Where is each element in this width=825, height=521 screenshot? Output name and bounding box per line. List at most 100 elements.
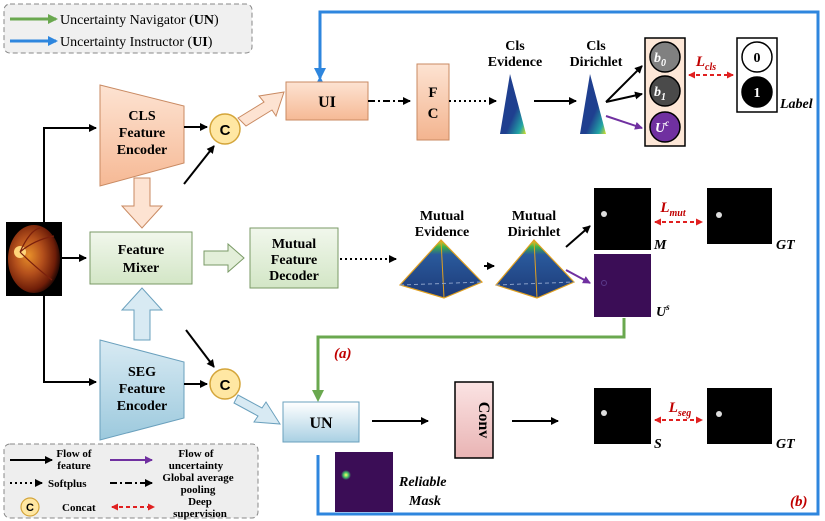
mutual-decoder-line3: Decoder xyxy=(269,269,319,284)
instructor-arrowhead xyxy=(314,68,326,80)
input-to-seg-arrow xyxy=(43,296,97,386)
ui-box-label: UI xyxy=(318,94,336,111)
seg-feature-encoder: SEG Feature Encoder xyxy=(99,339,185,441)
bottom-legend-box xyxy=(3,443,259,519)
dirichlet-to-uc-arrow xyxy=(605,115,643,130)
legend-flow-uncertainty-line1: Flow of xyxy=(178,448,213,460)
legend-gap-line1: Global average xyxy=(162,472,233,484)
legend-concat-label: Concat xyxy=(62,502,96,514)
cls-dirichlet-line1: Cls xyxy=(586,39,606,54)
cls-dirichlet-line2: Dirichlet xyxy=(570,55,623,70)
conv-box: Conv xyxy=(454,381,494,459)
fc-line2: C xyxy=(428,106,439,122)
fc-line1: F xyxy=(428,85,437,101)
mutual-evidence-pyramid xyxy=(398,239,484,299)
loss-seg: Lseg xyxy=(668,400,692,419)
un-box: UN xyxy=(282,401,360,443)
input-to-cls-arrow xyxy=(43,124,97,222)
seg-concat-symbol: C xyxy=(220,377,231,394)
mutual-gt-map xyxy=(707,188,772,244)
conv-label: Conv xyxy=(475,402,492,438)
mutual-decoder-line1: Mutual xyxy=(272,237,316,252)
mutual-dirichlet-pyramid xyxy=(494,239,576,299)
seg-gt-label: GT xyxy=(776,437,796,452)
loss-mut: Lmut xyxy=(659,200,687,219)
mutual-dirichlet-to-m-arrow xyxy=(565,225,591,248)
seg-prediction-label: S xyxy=(654,437,662,452)
cls-dirichlet-triangle xyxy=(580,74,606,134)
dirichlet-to-b0-arrow xyxy=(605,65,643,103)
fc-box: F C xyxy=(416,63,450,141)
mutual-evidence-line2: Evidence xyxy=(415,225,469,240)
reliable-mask-map xyxy=(335,452,393,512)
belief-column: b0 b1 Uc xyxy=(644,37,686,147)
mutual-decoder-line2: Feature xyxy=(271,253,317,268)
mixer-to-decoder-hollow-arrow xyxy=(203,242,245,274)
legend-gap-line2: pooling xyxy=(181,484,216,496)
cls-feature-encoder: CLS Feature Encoder xyxy=(99,84,185,187)
feature-mixer: Feature Mixer xyxy=(89,231,193,285)
seg-uncertainty-map xyxy=(594,254,651,317)
seg-uncertainty-label: Us xyxy=(656,302,670,320)
seg-encoder-line3: Encoder xyxy=(117,399,168,414)
input-fundus-image xyxy=(6,222,62,296)
reliable-mask-line2: Mask xyxy=(408,494,441,509)
mutual-dirichlet-line2: Dirichlet xyxy=(508,225,561,240)
mixer-to-seg-concat-arrow xyxy=(185,329,215,368)
navigator-arrowhead xyxy=(312,390,324,402)
mutual-evidence-line1: Mutual xyxy=(420,209,464,224)
legend-concat-icon xyxy=(20,497,40,517)
cls-concat-symbol: C xyxy=(220,122,231,139)
instructor-frame-path xyxy=(315,10,820,516)
top-legend: Uncertainty Navigator (UN) Uncertainty I… xyxy=(3,3,253,54)
belief-b0: b0 xyxy=(654,51,666,69)
label-zero: 0 xyxy=(754,51,761,66)
label-one: 1 xyxy=(754,86,761,101)
panel-label-a: (a) xyxy=(334,346,352,362)
seg-encoder-line1: SEG xyxy=(128,365,156,380)
seg-gt-map xyxy=(707,388,772,444)
mutual-prediction-label: M xyxy=(653,238,667,253)
ui-box: UI xyxy=(285,81,369,121)
belief-b1: b1 xyxy=(654,85,666,103)
cls-evidence-line2: Evidence xyxy=(488,55,542,70)
cls-to-mixer-hollow-arrow xyxy=(120,177,164,229)
cls-evidence-line1: Cls xyxy=(505,39,525,54)
mutual-prediction-map xyxy=(594,188,651,250)
navigator-path xyxy=(316,318,626,392)
legend-flow-feature-line1: Flow of xyxy=(56,448,91,460)
seg-to-mixer-hollow-arrow xyxy=(120,287,164,341)
navigator-legend-label: Uncertainty Navigator (UN) xyxy=(60,13,219,28)
concat-to-un-hollow-arrow xyxy=(233,394,281,425)
mixer-to-cls-concat-arrow xyxy=(183,145,215,185)
un-box-label: UN xyxy=(309,415,333,432)
legend-deep-line1: Deep xyxy=(188,496,212,508)
top-legend-box xyxy=(3,3,253,54)
cls-evidence-triangle xyxy=(500,74,526,134)
panel-label-b: (b) xyxy=(790,494,808,510)
feature-mixer-line1: Feature xyxy=(118,243,164,258)
bottom-legend: Flow of feature Flow of uncertainty Soft… xyxy=(3,443,259,520)
mutual-dirichlet-line1: Mutual xyxy=(512,209,556,224)
cls-encoder-line1: CLS xyxy=(128,109,155,124)
dirichlet-to-b1-arrow xyxy=(605,91,643,103)
belief-uc: Uc xyxy=(655,118,669,136)
mutual-dirichlet-to-us-arrow xyxy=(565,269,591,284)
cls-concat-node: C xyxy=(209,113,241,145)
reliable-mask-line1: Reliable xyxy=(398,475,446,490)
seg-prediction-map xyxy=(594,388,651,444)
legend-flow-feature-line2: feature xyxy=(57,460,91,472)
cls-encoder-line3: Encoder xyxy=(117,143,168,158)
legend-deep-line2: supervision xyxy=(173,508,227,520)
feature-mixer-line2: Mixer xyxy=(123,261,160,276)
label-column: 0 1 xyxy=(736,37,778,113)
cls-encoder-line2: Feature xyxy=(119,126,165,141)
seg-encoder-line2: Feature xyxy=(119,382,165,397)
legend-flow-uncertainty-line2: uncertainty xyxy=(169,460,224,472)
mutual-feature-decoder: Mutual Feature Decoder xyxy=(249,227,339,289)
instructor-legend-label: Uncertainty Instructor (UI) xyxy=(60,35,213,50)
label-caption: Label xyxy=(779,97,813,112)
concat-to-ui-hollow-arrow xyxy=(237,91,285,127)
legend-concat-symbol: C xyxy=(26,502,34,514)
